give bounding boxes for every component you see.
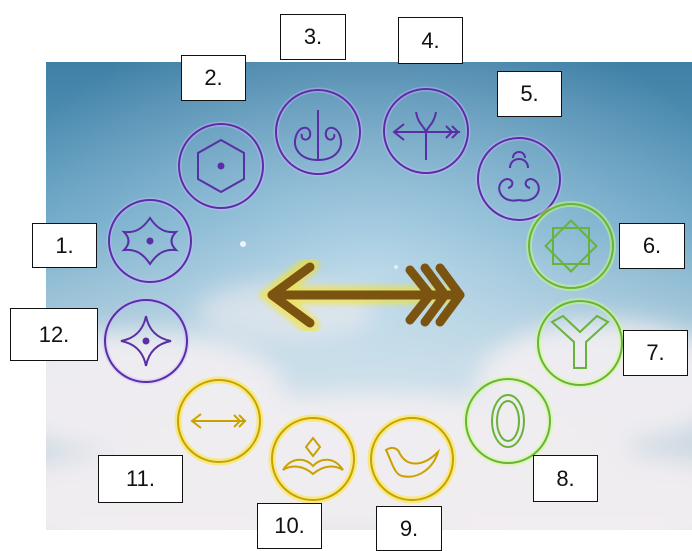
symbol-label-10: 10. <box>257 503 322 549</box>
symbol-label-3: 3. <box>280 14 346 60</box>
symbol-label-12: 12. <box>10 308 98 361</box>
symbol-label-11: 11. <box>98 455 183 503</box>
symbol-label-6: 6. <box>619 223 685 269</box>
four-point-ornament-icon <box>109 200 191 282</box>
symbol-label-8: 8. <box>533 455 598 502</box>
shield-oval-icon <box>466 379 550 463</box>
symbol-label-9: 9. <box>376 506 442 551</box>
wings-diamond-icon <box>272 418 354 500</box>
symbol-label-2: 2. <box>181 55 246 101</box>
symbol-label-4: 4. <box>398 17 463 64</box>
double-spiral-heart-icon <box>276 90 360 174</box>
eight-point-star-icon <box>529 204 613 288</box>
symbol-label-7: 7. <box>623 330 688 376</box>
hexagon-dot-icon <box>179 124 263 208</box>
large-arrow-icon <box>272 265 460 325</box>
horned-arrow-icon <box>384 89 468 173</box>
symbol-label-5: 5. <box>497 71 562 117</box>
bird-icon <box>371 418 453 500</box>
small-arrow-icon <box>178 380 260 462</box>
four-point-star-dot-icon <box>105 300 187 382</box>
y-fork-icon <box>538 301 622 385</box>
symbol-label-1: 1. <box>32 223 97 268</box>
